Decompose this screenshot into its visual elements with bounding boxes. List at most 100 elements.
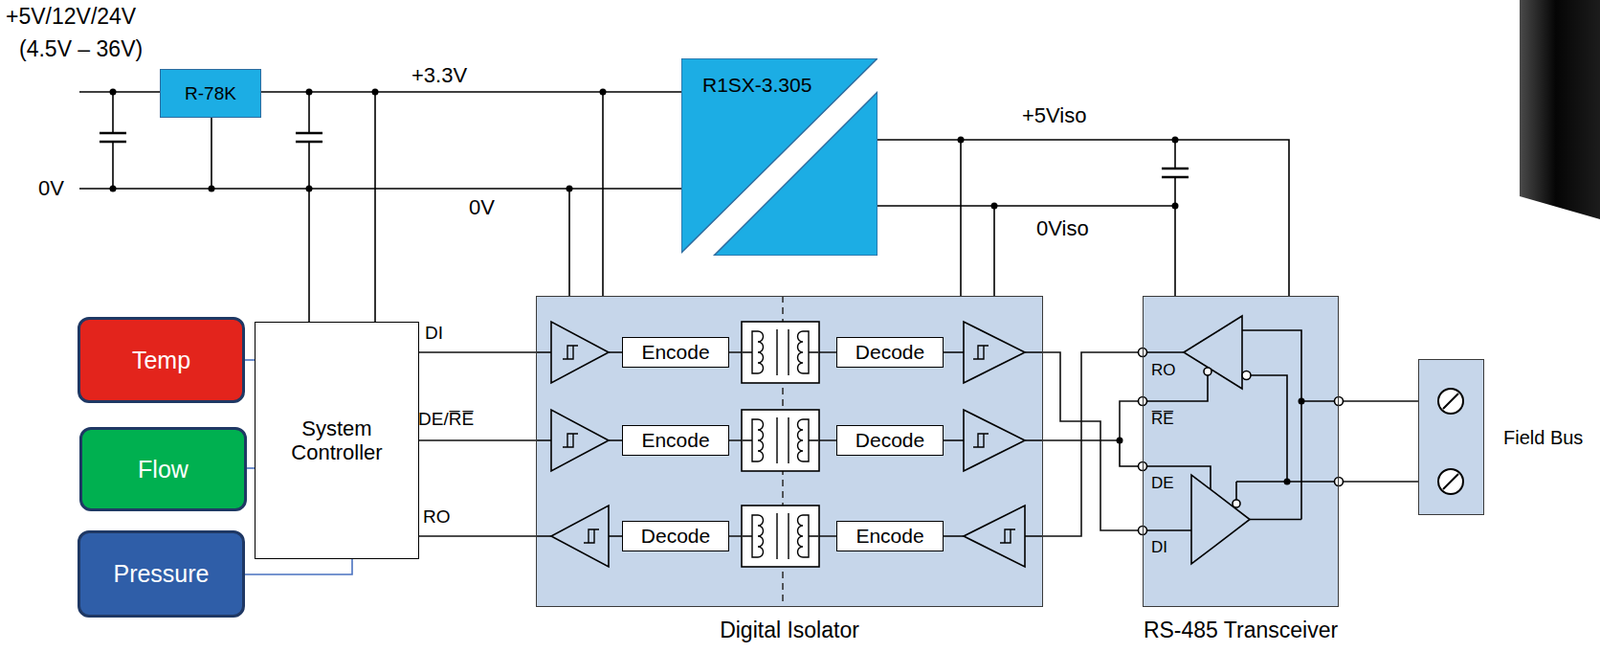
node-label: RS-485 Transceiver [1143,617,1338,643]
transformer-box [741,409,820,471]
sensor-box: Pressure [77,530,245,618]
pin-circle [1334,477,1344,487]
schmitt-buffer [551,505,609,567]
transformer-box [741,321,820,383]
signal-name: DE/R̅E̅ [418,408,474,430]
node-label: R1SX-3.305 [702,73,812,97]
node-label: Flow [137,455,189,484]
wire [419,439,536,442]
junction-dot [306,88,313,96]
signal-name: RO [422,506,451,528]
encode-box: Encode [836,520,944,552]
schmitt-buffer [963,321,1025,383]
regulator-box: R-78K [159,68,262,118]
rail-label: +5Viso [1022,103,1087,128]
panel-fill [1418,358,1485,515]
node-label: Digital Isolator [719,617,860,643]
schmitt-buffer [963,409,1025,471]
junction-dot [957,136,965,144]
converter-half [713,91,878,256]
junction-dot [110,185,117,193]
node-label: Encode [855,524,924,548]
node-label: Temp [132,346,191,375]
node-label: System Controller [255,416,419,466]
pin-name: RO [1151,360,1177,380]
decode-box: Decode [622,520,730,552]
junction-dot [110,88,117,96]
driver-triangle [1191,474,1250,564]
wire [419,351,536,354]
transceiver-panel: RS-485 Transceiver [1142,295,1339,607]
inversion-bubble [1242,371,1251,380]
isolator-panel: Digital IsolatorEncodeDecodeEncodeDecode… [535,295,1044,607]
dc-dc-converter: R1SX-3.305 [681,58,878,256]
rail-label: 0Viso [1036,216,1089,241]
encode-box: Encode [622,336,730,368]
panel-fill [1142,295,1339,607]
wire [419,534,536,537]
schmitt-buffer [551,321,609,383]
pin-circle [1334,397,1344,406]
signal-name: DI [424,322,444,344]
node-label: Encode [641,428,710,452]
terminal-block: Field Bus [1418,358,1485,515]
transformer-box [741,505,820,567]
node-label: Decode [855,340,925,364]
node-label: Pressure [112,559,209,588]
junction-dot [1116,437,1124,445]
node-label: Field Bus [1503,425,1583,448]
junction-dot [1172,136,1179,144]
wire [1043,352,1143,536]
wire [244,358,255,361]
rail-label: +5V/12V/24V [5,3,136,29]
rail-label: 0V [468,195,495,220]
transformer-coil [742,512,819,559]
junction-dot [600,88,607,96]
wire [1338,480,1419,483]
node-label: R-78K [184,83,237,105]
panel-fills [535,295,1485,607]
schmitt-buffer [963,505,1025,567]
capacitor-symbol [99,133,1189,178]
receiver-triangle [1183,315,1243,389]
rail-label: 0V [38,176,65,200]
junction-dot [306,185,313,193]
schmitt-buffer [551,409,609,471]
pin-name: R̅E̅ [1151,409,1175,429]
rail-label: +3.3V [411,63,467,88]
encode-box: Encode [622,424,730,456]
transceiver-wire [1147,330,1335,531]
node-label: Decode [641,524,711,548]
node-label: Decode [855,428,925,452]
pin-name: DE [1151,473,1175,493]
controller-box: System Controller [254,321,420,559]
decode-box: Decode [836,336,944,368]
junction-dot [991,202,999,210]
wire [1043,352,1143,531]
device-silhouette [1519,0,1600,220]
junction-dot [208,185,216,193]
junction-dot [372,88,379,96]
junction-dot [1298,398,1306,405]
wire [1338,400,1419,402]
inversion-bubble [1203,367,1212,376]
panel-fill [535,295,1044,607]
sensor-box: Temp [77,316,245,403]
decode-box: Decode [836,424,944,456]
screw-slot [1443,393,1459,489]
inversion-bubble [1232,499,1241,508]
node-label: Encode [641,340,710,364]
enable-wire [1119,440,1139,467]
junction-dot [1172,202,1179,210]
transformer-coil [742,417,819,464]
wire [246,466,255,469]
junction-dot [1284,478,1291,486]
transformer-coil [742,329,819,376]
wire [1043,400,1143,441]
pin-name: DI [1151,537,1168,557]
junction-dot [566,185,574,193]
rail-label: (4.5V – 36V) [19,36,143,62]
wire [244,558,353,575]
sensor-box: Flow [79,426,247,512]
